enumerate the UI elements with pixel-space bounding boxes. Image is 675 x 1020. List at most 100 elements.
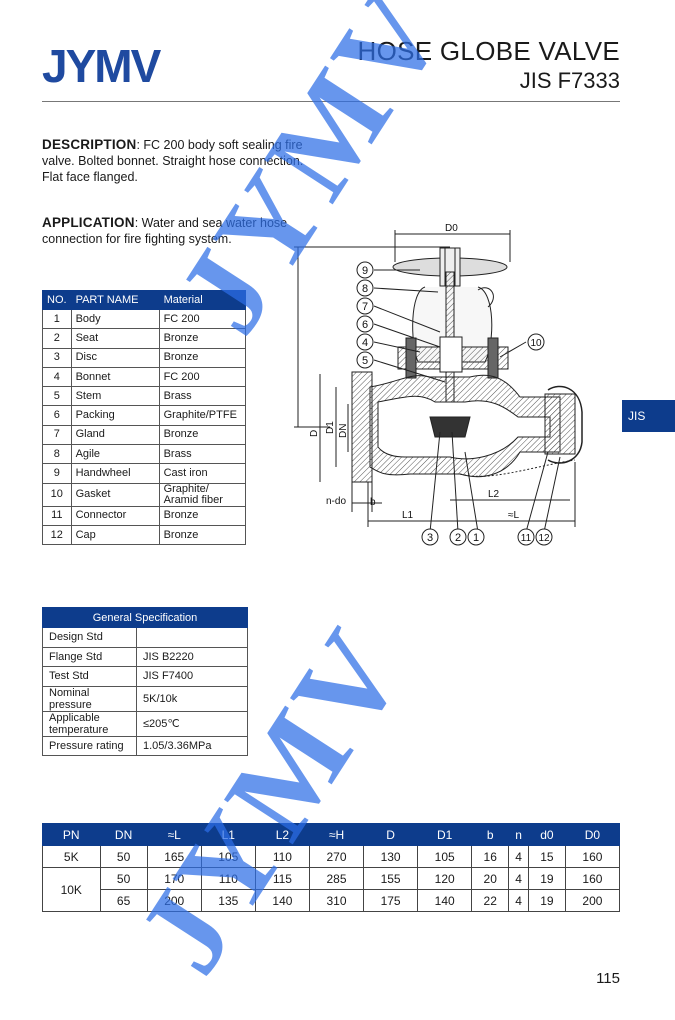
- parts-cell: Handwheel: [70, 463, 160, 484]
- spec-cell: [136, 627, 248, 648]
- part-balloon: [527, 333, 545, 351]
- parts-cell: 3: [42, 347, 72, 368]
- parts-cell: Packing: [70, 405, 160, 426]
- dim-l2: L2: [488, 489, 500, 500]
- dims-cell: 140: [417, 889, 473, 912]
- spec-cell: Pressure rating: [42, 735, 137, 757]
- parts-cell: Graphite/PTFE: [158, 405, 247, 426]
- parts-cell: Cap: [70, 524, 160, 546]
- dims-cell: 4: [508, 889, 529, 912]
- parts-cell: FC 200: [158, 366, 247, 388]
- parts-cell: Brass: [158, 444, 247, 465]
- description-block: DESCRIPTION: FC 200 body soft sealing fi…: [42, 137, 304, 185]
- parts-cell: Disc: [70, 347, 160, 368]
- parts-cell: 10: [42, 482, 72, 507]
- part-balloon: [356, 315, 374, 333]
- part-balloon-label: 5: [362, 355, 368, 367]
- spec-cell: Applicable temperature: [42, 710, 137, 737]
- part-balloon-label: 7: [362, 301, 368, 313]
- parts-cell: Bronze: [158, 424, 247, 446]
- dims-cell: 270: [308, 845, 365, 868]
- application-block: APPLICATION: Water and sea water hose co…: [42, 215, 304, 247]
- dims-cell: 160: [564, 867, 621, 890]
- parts-cell: Bronze: [158, 347, 247, 368]
- dim-d0: D0: [445, 223, 458, 234]
- part-balloon-label: 11: [521, 533, 532, 544]
- dims-header-9: n: [508, 823, 529, 846]
- dims-cell: 130: [363, 845, 419, 868]
- dims-cell: 22: [471, 889, 510, 912]
- parts-cell: FC 200: [158, 308, 247, 330]
- dims-cell: 140: [254, 889, 310, 912]
- spec-title: General Specification: [42, 607, 248, 628]
- description-text: : FC 200 body soft sealing fire valve. B…: [42, 138, 304, 184]
- dims-header-2: ≈L: [146, 823, 202, 846]
- parts-header-1: PART NAME: [70, 290, 160, 310]
- part-balloon: [356, 351, 374, 369]
- parts-cell: 8: [42, 444, 72, 465]
- part-balloon: [356, 261, 374, 279]
- spec-cell: Test Std: [42, 666, 137, 687]
- dim-b: b: [370, 497, 376, 508]
- dims-cell: 135: [200, 889, 256, 912]
- part-balloon: [421, 528, 439, 546]
- part-balloon: [535, 528, 553, 546]
- dim-d: D: [309, 430, 320, 437]
- parts-cell: Connector: [70, 505, 160, 526]
- part-balloon-label: 4: [362, 337, 368, 349]
- dim-dn: DN: [338, 424, 349, 438]
- dims-header-3: L1: [200, 823, 256, 846]
- dim-l1: L1: [402, 510, 414, 521]
- dim-l: ≈L: [508, 510, 519, 521]
- part-balloon: [356, 333, 374, 351]
- dims-cell: 4: [508, 845, 529, 868]
- dims-header-8: b: [471, 823, 510, 846]
- parts-cell: 2: [42, 328, 72, 349]
- dims-cell: 50: [99, 867, 148, 890]
- dims-cell: 160: [564, 845, 621, 868]
- dims-header-11: D0: [564, 823, 621, 846]
- spec-cell: ≤205℃: [136, 710, 248, 737]
- part-balloon-label: 2: [455, 532, 461, 544]
- parts-cell: Bonnet: [70, 366, 160, 388]
- dims-pn-cell: 10K: [42, 867, 101, 912]
- parts-cell: 5: [42, 386, 72, 407]
- dims-cell: 4: [508, 867, 529, 890]
- dims-header-4: L2: [254, 823, 310, 846]
- description-label: DESCRIPTION: [42, 137, 137, 152]
- parts-cell: Gasket: [70, 482, 160, 507]
- part-balloon-label: 9: [362, 265, 368, 277]
- dims-cell: 110: [200, 867, 256, 890]
- application-label: APPLICATION: [42, 215, 135, 230]
- dims-cell: 105: [200, 845, 256, 868]
- spec-cell: Design Std: [42, 627, 137, 648]
- part-balloon-label: 6: [362, 319, 368, 331]
- page-number: 115: [596, 970, 620, 987]
- parts-cell: Gland: [70, 424, 160, 446]
- dims-cell: 200: [146, 889, 202, 912]
- dims-header-6: D: [363, 823, 419, 846]
- dims-cell: 16: [471, 845, 510, 868]
- parts-cell: Body: [70, 308, 160, 330]
- parts-header-0: NO.: [42, 290, 72, 310]
- dims-cell: 15: [527, 845, 566, 868]
- part-balloon: [356, 297, 374, 315]
- parts-cell: 7: [42, 424, 72, 446]
- table-row: Applicable temperature≤205℃: [42, 710, 248, 737]
- dims-header-10: d0: [527, 823, 566, 846]
- parts-cell: 9: [42, 463, 72, 484]
- dims-header-7: D1: [417, 823, 473, 846]
- part-balloon-label: 8: [362, 283, 368, 295]
- dims-cell: 105: [417, 845, 473, 868]
